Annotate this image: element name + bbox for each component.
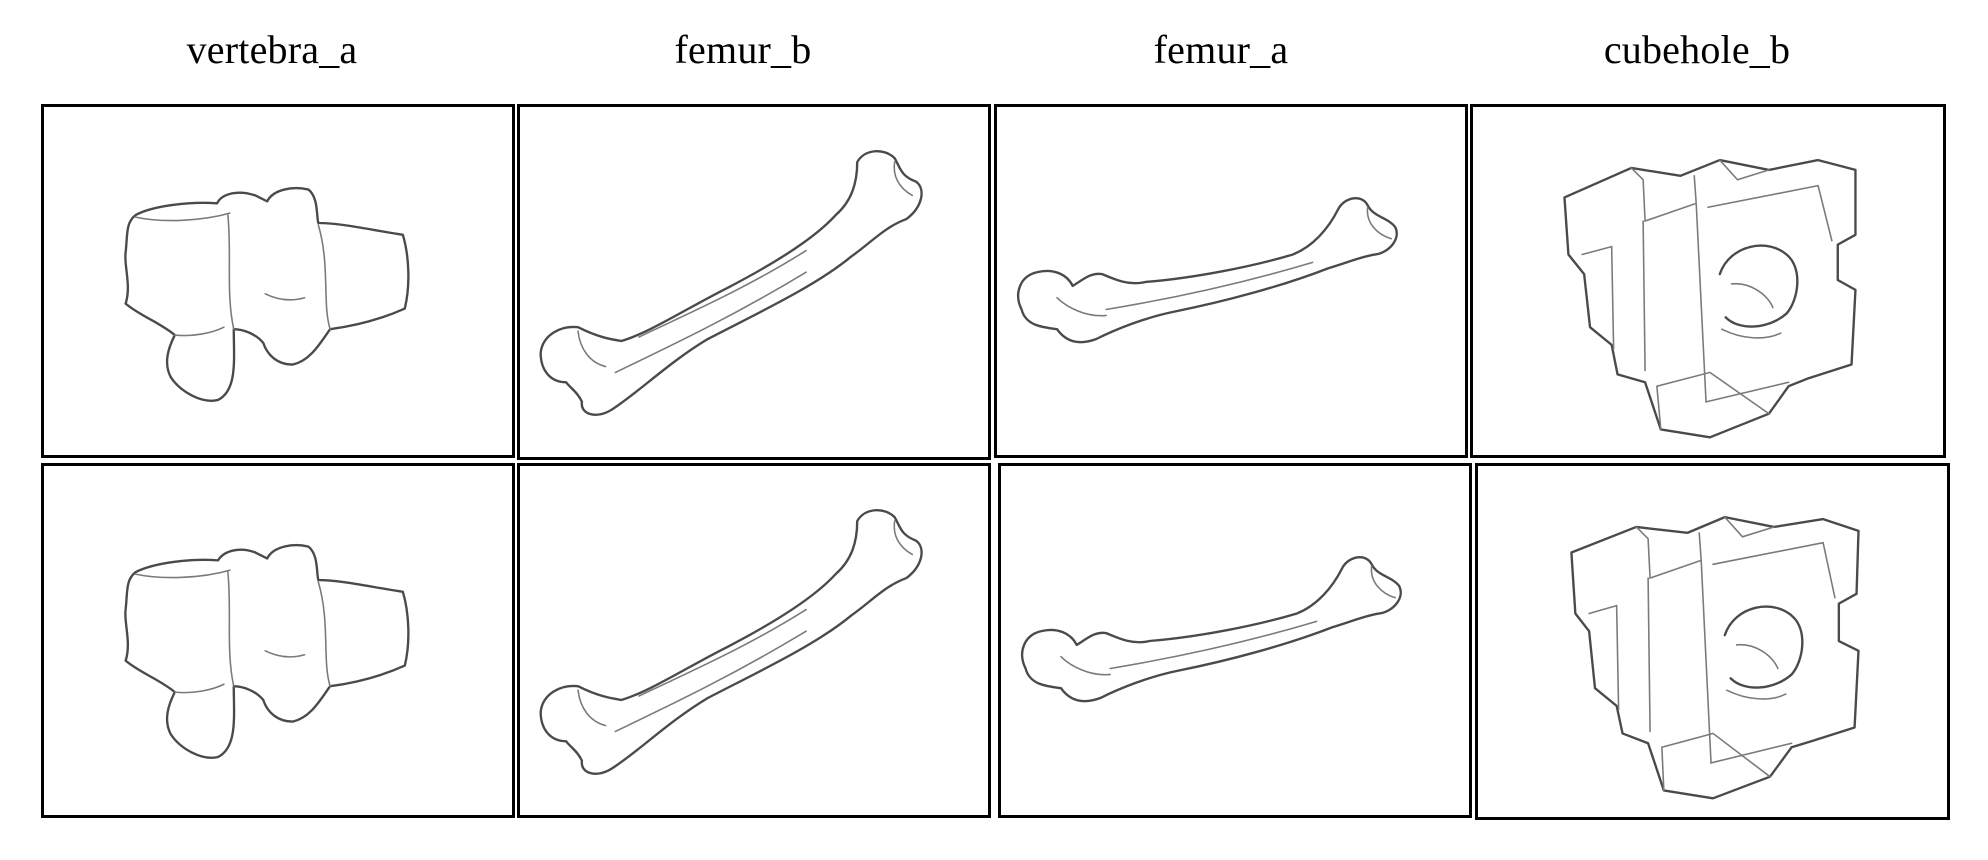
column-title-cubehole-b: cubehole_b <box>1603 27 1791 72</box>
column-title-vertebra-a: vertebra_a <box>186 27 358 72</box>
panel-cubehole-b-row2 <box>1475 463 1950 820</box>
panel-femur-a-row2 <box>998 463 1472 818</box>
panel-femur-b-row2 <box>517 463 991 818</box>
panel-vertebra-a-row2 <box>41 463 515 818</box>
femur-sketch-icon <box>539 150 923 416</box>
vertebra-sketch-icon <box>124 186 410 402</box>
cube-with-hole-sketch-icon <box>1563 158 1857 439</box>
panel-vertebra-a-row1 <box>41 104 515 458</box>
femur-sketch-icon <box>539 509 923 775</box>
femur-sketch-icon <box>1021 556 1402 703</box>
column-title-femur-a: femur_a <box>1153 27 1289 72</box>
femur-sketch-icon <box>1017 197 1398 344</box>
cube-with-hole-sketch-icon <box>1570 515 1860 800</box>
vertebra-sketch-icon <box>124 543 410 759</box>
panel-femur-b-row1 <box>517 104 991 460</box>
panel-femur-a-row1 <box>994 104 1468 458</box>
panel-cubehole-b-row1 <box>1470 104 1946 458</box>
column-title-femur-b: femur_b <box>674 27 812 72</box>
